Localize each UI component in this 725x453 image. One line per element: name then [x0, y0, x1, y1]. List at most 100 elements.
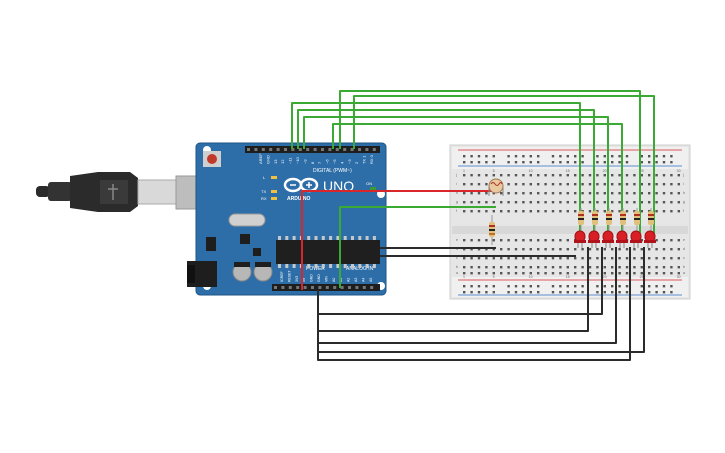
strip-hole[interactable] [477, 248, 481, 251]
strip-hole[interactable] [477, 201, 481, 204]
rail-hole[interactable] [492, 161, 495, 164]
strip-hole[interactable] [596, 183, 599, 186]
strip-hole[interactable] [677, 272, 680, 275]
rail-hole[interactable] [581, 291, 584, 294]
strip-hole[interactable] [655, 272, 658, 275]
strip-hole[interactable] [485, 257, 488, 260]
strip-hole[interactable] [611, 266, 614, 269]
rail-hole[interactable] [514, 161, 518, 164]
rail-hole[interactable] [596, 155, 599, 158]
strip-hole[interactable] [581, 201, 584, 204]
strip-hole[interactable] [625, 183, 629, 186]
strip-hole[interactable] [574, 183, 577, 186]
strip-hole[interactable] [537, 248, 540, 251]
header-pin[interactable] [348, 286, 351, 289]
led[interactable] [644, 208, 656, 248]
strip-hole[interactable] [655, 192, 658, 195]
strip-hole[interactable] [463, 201, 466, 204]
strip-hole[interactable] [529, 239, 532, 242]
strip-hole[interactable] [655, 239, 658, 242]
rail-hole[interactable] [640, 155, 643, 158]
strip-hole[interactable] [537, 174, 540, 177]
strip-hole[interactable] [470, 239, 473, 242]
strip-hole[interactable] [492, 201, 495, 204]
wire-green-3[interactable] [303, 116, 609, 233]
strip-hole[interactable] [485, 272, 488, 275]
rail-hole[interactable] [551, 155, 555, 158]
strip-hole[interactable] [492, 257, 495, 260]
rail-hole[interactable] [485, 161, 488, 164]
strip-hole[interactable] [640, 210, 643, 213]
strip-hole[interactable] [477, 192, 481, 195]
header-pin[interactable] [288, 286, 292, 289]
strip-hole[interactable] [574, 210, 577, 213]
strip-hole[interactable] [470, 272, 473, 275]
strip-hole[interactable] [477, 174, 481, 177]
strip-hole[interactable] [603, 192, 606, 195]
rail-hole[interactable] [603, 161, 606, 164]
strip-hole[interactable] [655, 201, 658, 204]
strip-hole[interactable] [677, 174, 680, 177]
rail-hole[interactable] [529, 161, 532, 164]
strip-hole[interactable] [477, 183, 481, 186]
header-pin[interactable] [328, 148, 332, 151]
pulldown-resistor[interactable] [489, 215, 495, 245]
strip-hole[interactable] [566, 257, 569, 260]
rail-hole[interactable] [537, 155, 540, 158]
rail-hole[interactable] [611, 161, 614, 164]
strip-hole[interactable] [625, 210, 629, 213]
strip-hole[interactable] [640, 266, 643, 269]
wire-green-6[interactable] [353, 95, 655, 233]
strip-hole[interactable] [477, 257, 481, 260]
header-pin[interactable] [284, 148, 287, 151]
rail-hole[interactable] [625, 161, 629, 164]
rail-hole[interactable] [514, 155, 518, 158]
strip-hole[interactable] [559, 192, 562, 195]
strip-hole[interactable] [537, 183, 540, 186]
strip-hole[interactable] [522, 272, 525, 275]
rail-hole[interactable] [574, 161, 577, 164]
led[interactable] [616, 208, 628, 248]
strip-hole[interactable] [500, 239, 503, 242]
strip-hole[interactable] [588, 257, 592, 260]
strip-hole[interactable] [551, 266, 555, 269]
strip-hole[interactable] [596, 257, 599, 260]
rail-hole[interactable] [581, 155, 584, 158]
strip-hole[interactable] [551, 183, 555, 186]
strip-hole[interactable] [611, 248, 614, 251]
strip-hole[interactable] [522, 210, 525, 213]
rail-hole[interactable] [655, 155, 658, 158]
strip-hole[interactable] [633, 183, 636, 186]
strip-hole[interactable] [662, 266, 666, 269]
strip-hole[interactable] [522, 183, 525, 186]
wire-green-4[interactable] [332, 123, 623, 233]
strip-hole[interactable] [477, 272, 481, 275]
strip-hole[interactable] [611, 183, 614, 186]
rail-hole[interactable] [477, 291, 481, 294]
strip-hole[interactable] [544, 239, 547, 242]
strip-hole[interactable] [463, 257, 466, 260]
rail-hole[interactable] [492, 155, 495, 158]
strip-hole[interactable] [470, 210, 473, 213]
strip-hole[interactable] [522, 174, 525, 177]
strip-hole[interactable] [551, 239, 555, 242]
strip-hole[interactable] [529, 210, 532, 213]
strip-hole[interactable] [477, 239, 481, 242]
wire-green-2[interactable] [297, 109, 595, 233]
led[interactable] [588, 208, 600, 248]
strip-hole[interactable] [559, 201, 562, 204]
strip-hole[interactable] [677, 210, 680, 213]
strip-hole[interactable] [529, 248, 532, 251]
rail-hole[interactable] [670, 161, 673, 164]
strip-hole[interactable] [500, 192, 503, 195]
strip-hole[interactable] [544, 174, 547, 177]
strip-hole[interactable] [470, 257, 473, 260]
rail-hole[interactable] [559, 285, 562, 288]
strip-hole[interactable] [677, 183, 680, 186]
strip-hole[interactable] [670, 266, 673, 269]
strip-hole[interactable] [640, 257, 643, 260]
strip-hole[interactable] [463, 183, 466, 186]
rail-hole[interactable] [640, 291, 643, 294]
rail-hole[interactable] [529, 285, 532, 288]
strip-hole[interactable] [603, 272, 606, 275]
